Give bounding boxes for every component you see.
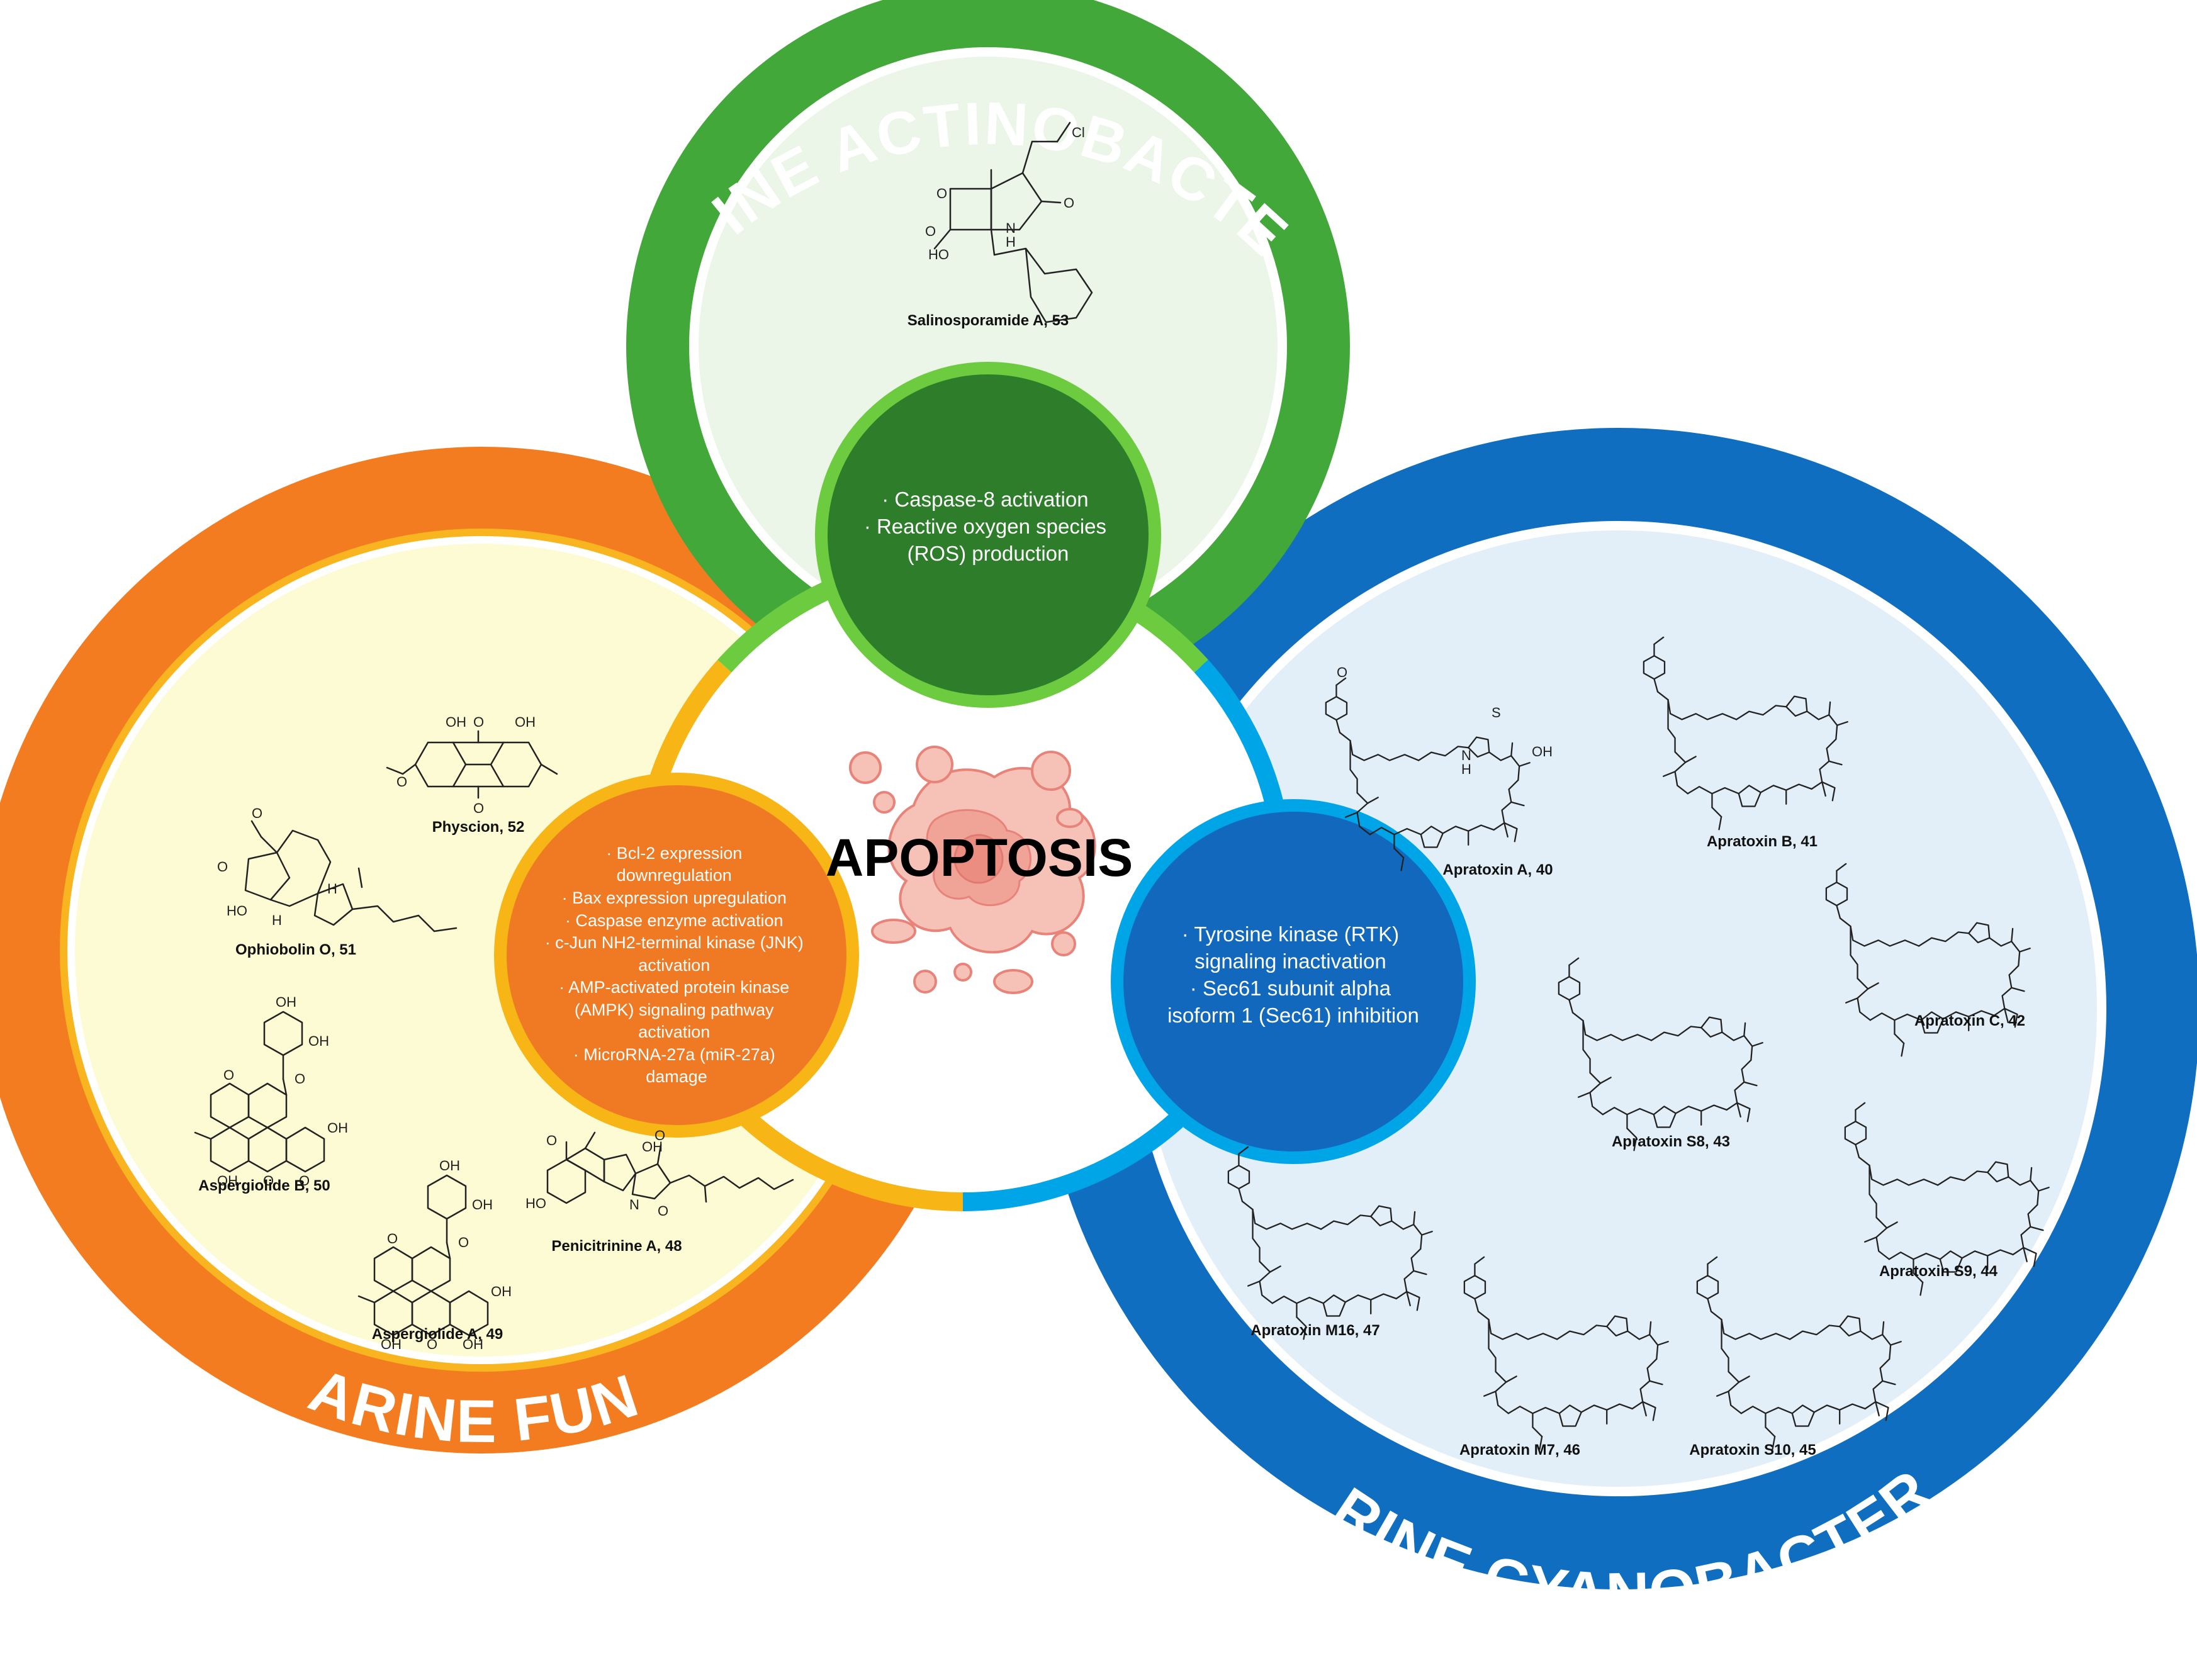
apoptotic-cell-icon bbox=[849, 746, 1096, 994]
svg-text:O: O bbox=[427, 1336, 437, 1352]
svg-text:OH: OH bbox=[1532, 744, 1553, 759]
svg-text:HO: HO bbox=[227, 903, 247, 919]
svg-text:HO: HO bbox=[525, 1196, 546, 1211]
actinobacteria-mechanism-circle bbox=[815, 362, 1161, 708]
fungi-mechanism-circle bbox=[494, 773, 859, 1138]
svg-text:O: O bbox=[473, 714, 484, 730]
compound-label: Apratoxin B, 41 bbox=[1707, 833, 1818, 850]
svg-text:HO: HO bbox=[928, 247, 949, 262]
svg-text:OH: OH bbox=[217, 1173, 238, 1189]
svg-text:O: O bbox=[1064, 195, 1074, 211]
svg-text:H: H bbox=[327, 881, 337, 897]
compound-label: Apratoxin A, 40 bbox=[1442, 861, 1553, 878]
svg-text:N: N bbox=[1461, 748, 1471, 763]
svg-text:O: O bbox=[473, 800, 484, 816]
cyanobacteria-inner-circle bbox=[1140, 530, 2097, 1487]
svg-text:O: O bbox=[546, 1133, 557, 1148]
compound-label: Aspergiolide A, 49 bbox=[372, 1326, 503, 1343]
svg-text:OH: OH bbox=[439, 1158, 460, 1173]
svg-text:H: H bbox=[272, 912, 282, 928]
svg-text:OH: OH bbox=[491, 1284, 512, 1299]
compound-label: Physcion, 52 bbox=[432, 819, 525, 836]
apratoxin-atom-labels: O S N H OH bbox=[1337, 664, 1553, 777]
svg-text:OH: OH bbox=[446, 714, 466, 730]
compound-label: Apratoxin M16, 47 bbox=[1250, 1322, 1379, 1339]
svg-text:O: O bbox=[217, 859, 228, 875]
svg-text:N: N bbox=[1006, 220, 1016, 236]
center-title: APOPTOSIS bbox=[826, 828, 1133, 887]
svg-text:H: H bbox=[1461, 761, 1471, 777]
compound-label: Apratoxin S9, 44 bbox=[1879, 1263, 1998, 1280]
compound-label: Aspergiolide B, 50 bbox=[198, 1177, 330, 1194]
svg-text:N: N bbox=[629, 1197, 639, 1212]
svg-text:S: S bbox=[1492, 705, 1501, 720]
svg-text:O: O bbox=[925, 223, 936, 239]
svg-text:O: O bbox=[263, 1173, 274, 1189]
fungi-mechanisms: · Bcl-2 expression downregulation · Bax … bbox=[545, 844, 809, 1086]
physcion-structure: OH O OH O O bbox=[386, 714, 558, 816]
compound-label: Apratoxin S10, 45 bbox=[1689, 1442, 1816, 1459]
compound-label: Salinosporamide A, 53 bbox=[907, 312, 1069, 329]
svg-text:OH: OH bbox=[276, 994, 296, 1010]
svg-text:Cl: Cl bbox=[1072, 125, 1085, 140]
penicitrinine-structure: O OH O N O HO bbox=[525, 1128, 794, 1219]
svg-text:H: H bbox=[1006, 234, 1016, 250]
svg-text:O: O bbox=[655, 1128, 665, 1143]
svg-text:OH: OH bbox=[308, 1033, 329, 1049]
svg-text:O: O bbox=[936, 186, 947, 201]
svg-text:OH: OH bbox=[515, 714, 536, 730]
compound-label: Apratoxin C, 42 bbox=[1914, 1012, 2025, 1029]
svg-text:O: O bbox=[387, 1231, 398, 1246]
aspergiolide-b-structure: OH OH O O OH O OH O bbox=[194, 994, 348, 1189]
svg-text:OH: OH bbox=[463, 1336, 483, 1352]
actinobacteria-mechanisms: · Caspase-8 activation · Reactive oxygen… bbox=[864, 488, 1112, 565]
svg-text:O: O bbox=[396, 774, 407, 790]
compound-label: Apratoxin M7, 46 bbox=[1459, 1442, 1580, 1459]
salinosporamide-structure: Cl O O N H HO O bbox=[925, 121, 1093, 323]
svg-text:O: O bbox=[223, 1067, 234, 1083]
aspergiolide-a-structure: OH OH O O OH O OH OH bbox=[357, 1158, 512, 1352]
svg-text:O: O bbox=[458, 1235, 469, 1250]
svg-text:O: O bbox=[295, 1071, 305, 1087]
svg-text:O: O bbox=[252, 805, 262, 821]
svg-text:OH: OH bbox=[642, 1139, 663, 1155]
ophiobolin-structure: O O HO H H bbox=[217, 805, 458, 932]
svg-text:O: O bbox=[1337, 664, 1347, 680]
svg-text:OH: OH bbox=[472, 1197, 493, 1212]
svg-text:OH: OH bbox=[327, 1120, 348, 1136]
compound-label: Ophiobolin O, 51 bbox=[235, 941, 356, 958]
svg-text:O: O bbox=[658, 1203, 668, 1219]
compound-label: Penicitrinine A, 48 bbox=[551, 1238, 682, 1255]
svg-text:OH: OH bbox=[381, 1336, 402, 1352]
cyanobacteria-mechanisms: · Tyrosine kinase (RTK) signaling inacti… bbox=[1167, 922, 1419, 1027]
svg-text:O: O bbox=[299, 1173, 310, 1189]
cyanobacteria-mechanism-circle bbox=[1111, 799, 1476, 1164]
compound-label: Apratoxin S8, 43 bbox=[1612, 1133, 1730, 1150]
